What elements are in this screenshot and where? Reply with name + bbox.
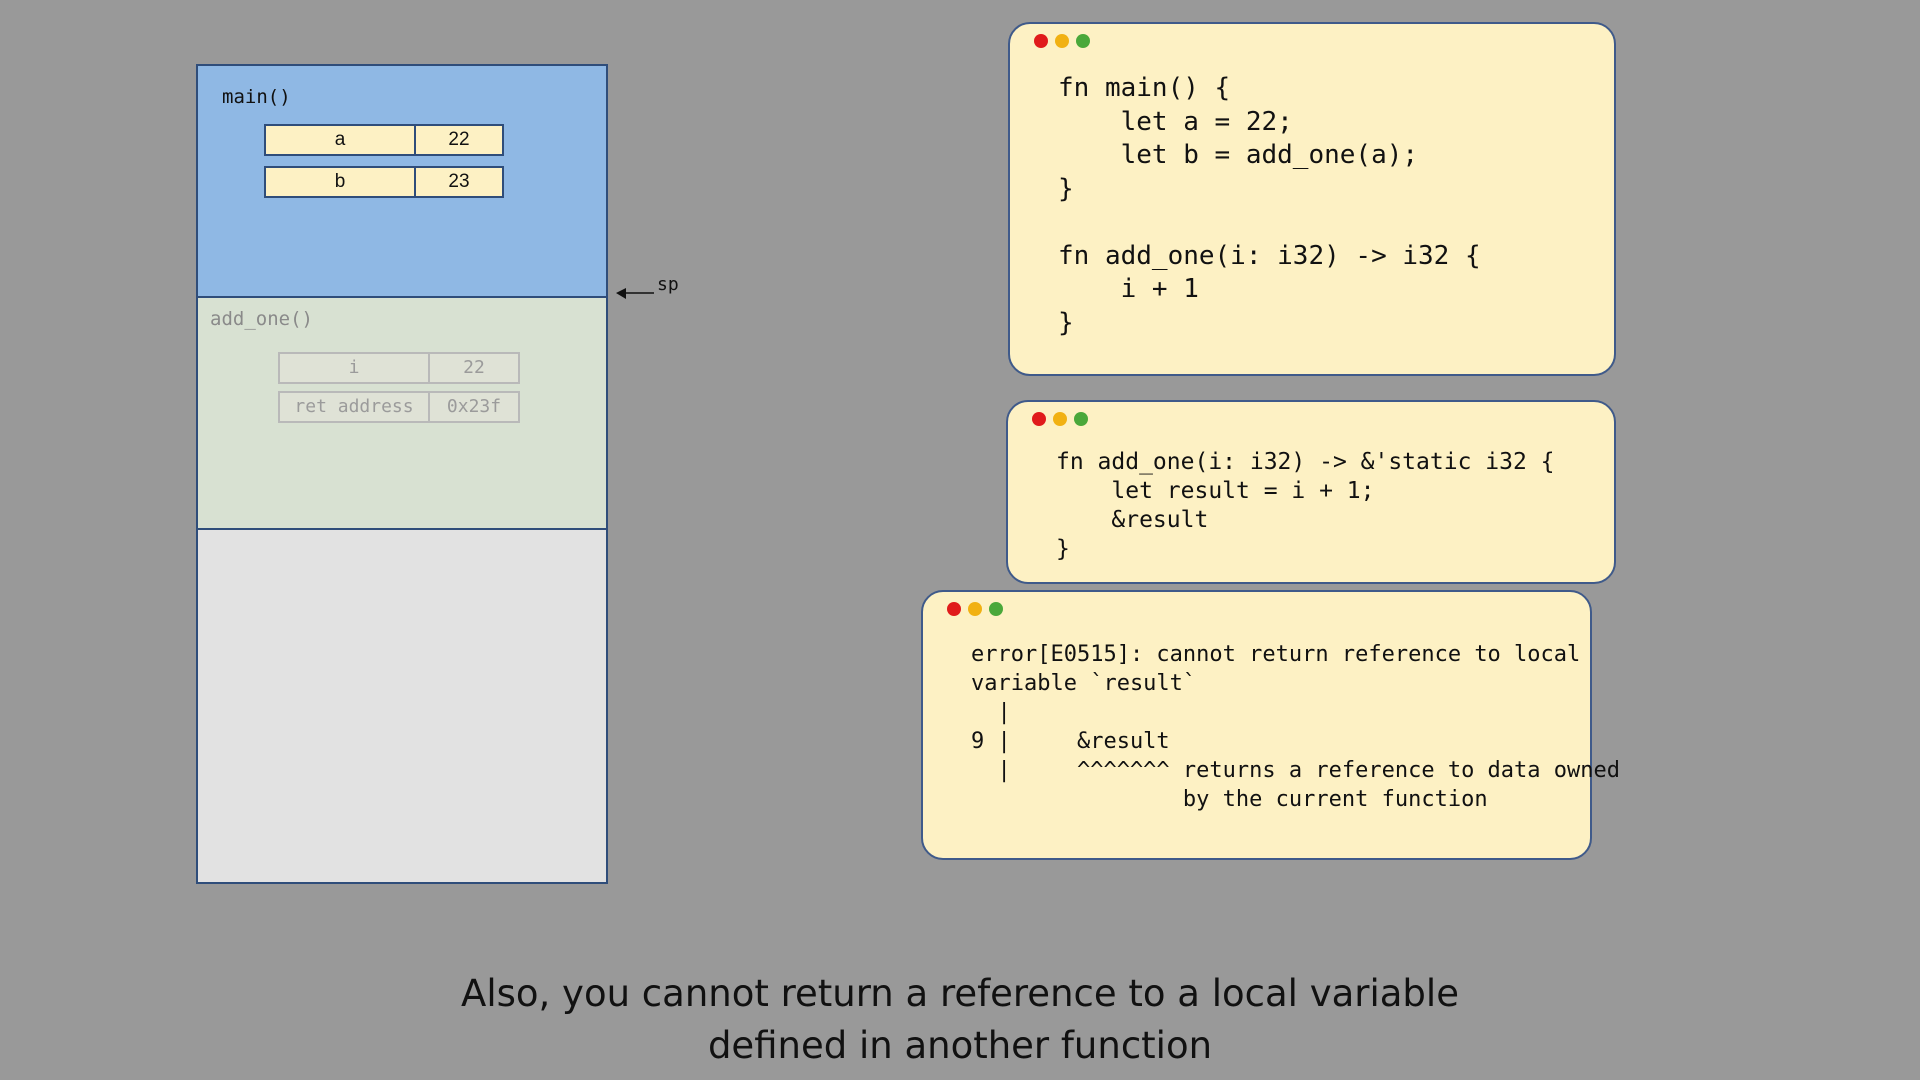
var-value-i: 22 <box>430 352 520 384</box>
var-name-b: b <box>264 166 416 198</box>
minimize-dot-icon <box>968 602 982 616</box>
stack-diagram: main() a 22 b 23 add_one() i 22 ret addr… <box>196 64 608 884</box>
var-name-ret-address: ret address <box>278 391 430 423</box>
static-ref-code-block: fn add_one(i: i32) -> &'static i32 { let… <box>1056 449 1555 562</box>
stack-pointer-arrow-icon <box>616 288 654 299</box>
maximize-dot-icon <box>1076 34 1090 48</box>
static-ref-code-window: fn add_one(i: i32) -> &'static i32 { let… <box>1006 400 1616 584</box>
add-one-stack-frame: add_one() i 22 ret address 0x23f <box>198 298 606 530</box>
minimize-dot-icon <box>1055 34 1069 48</box>
var-value-a: 22 <box>416 124 504 156</box>
close-dot-icon <box>1034 34 1048 48</box>
var-row-ret-address: ret address 0x23f <box>278 391 520 423</box>
main-code-window: fn main() { let a = 22; let b = add_one(… <box>1008 22 1616 376</box>
var-row-i: i 22 <box>278 352 520 384</box>
maximize-dot-icon <box>989 602 1003 616</box>
caption-line-1: Also, you cannot return a reference to a… <box>461 972 1459 1015</box>
close-dot-icon <box>1032 412 1046 426</box>
close-dot-icon <box>947 602 961 616</box>
maximize-dot-icon <box>1074 412 1088 426</box>
var-row-a: a 22 <box>264 124 504 156</box>
stack-pointer-label: sp <box>657 274 679 295</box>
var-name-a: a <box>264 124 416 156</box>
add-one-frame-label: add_one() <box>210 308 313 330</box>
main-frame-label: main() <box>222 86 291 108</box>
var-name-i: i <box>278 352 430 384</box>
main-code-block: fn main() { let a = 22; let b = add_one(… <box>1058 73 1481 338</box>
var-value-b: 23 <box>416 166 504 198</box>
window-controls <box>947 602 1003 616</box>
compiler-error-window: error[E0515]: cannot return reference to… <box>921 590 1620 860</box>
window-controls <box>1034 34 1090 48</box>
minimize-dot-icon <box>1053 412 1067 426</box>
subtitle-caption: Also, you cannot return a reference to a… <box>0 968 1920 1072</box>
var-value-ret-address: 0x23f <box>430 391 520 423</box>
main-stack-frame: main() a 22 b 23 <box>198 66 606 298</box>
var-row-b: b 23 <box>264 166 504 198</box>
window-controls <box>1032 412 1088 426</box>
compiler-error-text: error[E0515]: cannot return reference to… <box>971 642 1621 812</box>
caption-line-2: defined in another function <box>707 1024 1213 1067</box>
